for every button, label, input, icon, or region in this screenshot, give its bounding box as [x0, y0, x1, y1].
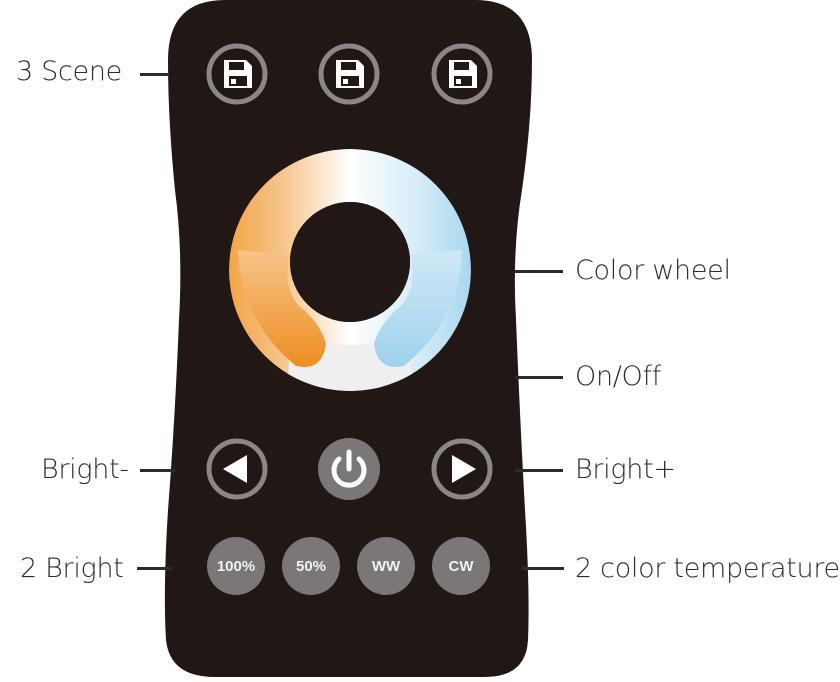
scene-button-1[interactable]: [206, 43, 268, 105]
triangle-left-icon: [223, 455, 247, 483]
power-button[interactable]: [318, 438, 380, 500]
power-icon: [331, 449, 367, 488]
leader-line-on-off: [515, 376, 563, 379]
label-bright-minus: Bright-: [41, 454, 129, 485]
label-two-bright: 2 Bright: [20, 553, 124, 584]
floppy-disk-icon: [224, 60, 252, 88]
label-on-off: On/Off: [575, 361, 661, 392]
scene-button-2[interactable]: [318, 43, 380, 105]
bright-minus-button[interactable]: [206, 438, 268, 500]
color-wheel[interactable]: [229, 149, 471, 392]
leader-line-two-bright: [137, 567, 172, 570]
label-two-color-temperature: 2 color temperature: [575, 553, 840, 584]
brightness-50-button[interactable]: 50%: [282, 537, 340, 595]
brightness-100-label: 100%: [217, 558, 255, 575]
bright-plus-button[interactable]: [431, 438, 493, 500]
scene-button-3[interactable]: [431, 43, 493, 105]
leader-line-bright-minus: [140, 469, 175, 472]
label-color-wheel: Color wheel: [575, 255, 731, 286]
floppy-disk-icon: [449, 60, 477, 88]
label-scene: 3 Scene: [16, 56, 122, 87]
diagram-stage: 100% 50% WW CW 3 Scene Color wheel On/Of…: [16, 0, 840, 677]
leader-line-two-color-temperature: [522, 567, 564, 570]
brightness-100-button[interactable]: 100%: [207, 537, 265, 595]
label-bright-plus: Bright+: [575, 454, 676, 485]
cool-white-button[interactable]: CW: [432, 537, 490, 595]
leader-line-color-wheel: [515, 270, 563, 273]
triangle-right-icon: [452, 455, 476, 483]
color-wheel-center: [290, 202, 410, 322]
cool-white-label: CW: [449, 558, 475, 575]
brightness-50-label: 50%: [296, 558, 326, 575]
floppy-disk-icon: [336, 60, 364, 88]
warm-white-button[interactable]: WW: [357, 537, 415, 595]
leader-line-bright-plus: [515, 469, 563, 472]
warm-white-label: WW: [372, 558, 401, 575]
leader-line-scene: [140, 73, 170, 76]
remote-illustration: 100% 50% WW CW: [164, 0, 532, 677]
